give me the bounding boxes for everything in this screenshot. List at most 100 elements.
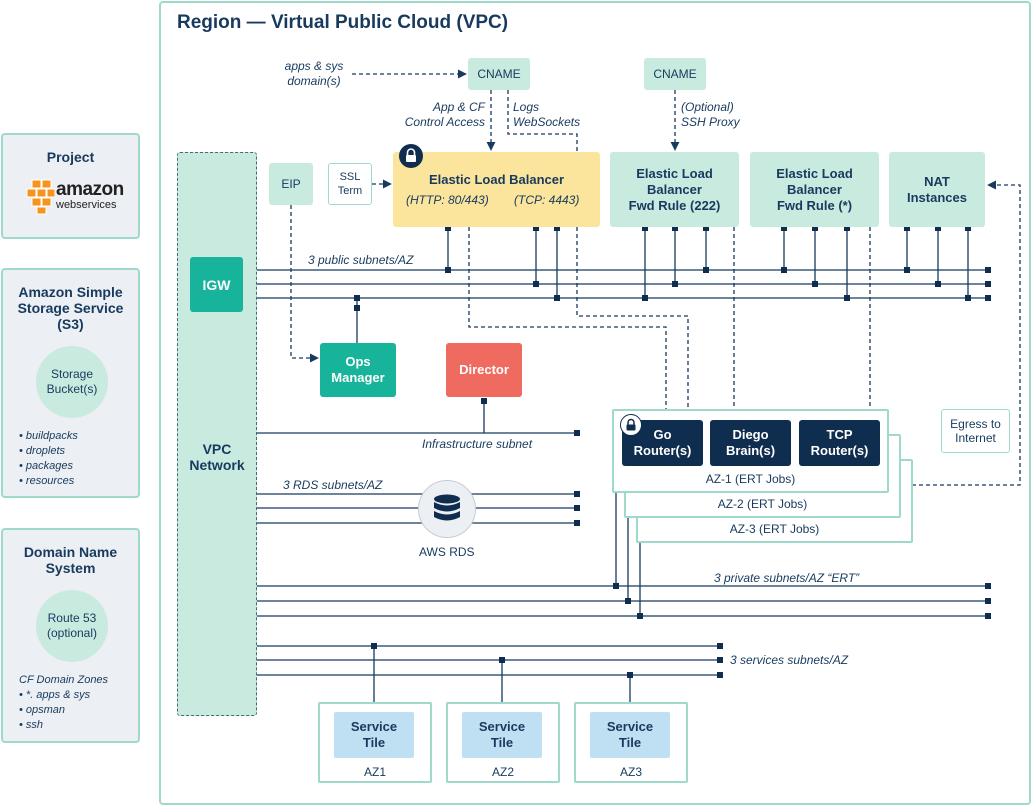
service-az1-label: AZ1	[363, 765, 386, 779]
ssl-term-box: SSL Term	[328, 163, 372, 205]
eip-box: EIP	[269, 163, 313, 205]
vpc-network-label: VPC Network	[177, 440, 257, 474]
infrastructure-subnet-label: Infrastructure subnet	[422, 437, 533, 451]
fwdstar-line3: Fwd Rule (*)	[776, 197, 853, 213]
route53-circle: Route 53(optional)	[36, 590, 108, 662]
rds-circle	[418, 480, 476, 538]
s3-title-line1: Amazon Simple	[18, 284, 123, 300]
storage-bucket-line2: Bucket(s)	[46, 382, 98, 396]
fwd222-line2: Balancer	[647, 181, 702, 197]
service-tile-line1: Service	[478, 719, 526, 734]
project-title: Project	[46, 149, 95, 165]
database-icon	[434, 494, 460, 521]
logs-label: Logs WebSockets	[513, 100, 580, 130]
storage-bucket-line1: Storage	[50, 367, 94, 381]
app-cf-label: App & CF Control Access	[392, 100, 485, 130]
apps-domain-line1: apps & sys	[284, 59, 344, 73]
service-az3-label: AZ3	[619, 765, 642, 779]
optional-ssh-line2: SSH Proxy	[681, 115, 740, 129]
services-subnets-label: 3 services subnets/AZ	[730, 653, 849, 667]
ops-line1: Ops	[345, 354, 371, 369]
nat-line2: Instances	[907, 189, 967, 205]
fwdstar-line1: Elastic Load	[776, 165, 853, 181]
service-tile-3: Service Tile	[590, 712, 670, 758]
aws-cubes-icon	[26, 179, 55, 215]
public-subnets-label: 3 public subnets/AZ	[308, 253, 414, 267]
elb-box: Elastic Load Balancer (HTTP: 80/443) (TC…	[393, 144, 600, 227]
s3-title-line2: Storage Service	[17, 300, 124, 316]
apps-domain-label: apps & sys domain(s)	[275, 59, 353, 89]
private-subnets-label: 3 private subnets/AZ “ERT”	[714, 571, 860, 585]
rds-subnets-label: 3 RDS subnets/AZ	[283, 478, 383, 492]
logs-line1: Logs	[513, 100, 540, 114]
app-cf-line1: App & CF	[432, 100, 485, 114]
vpc-network-line1: VPC	[202, 441, 232, 457]
egress-box: Egress to Internet	[941, 409, 1010, 453]
list-item: • droplets	[19, 445, 66, 457]
service-tile-line1: Service	[606, 719, 654, 734]
optional-ssh-line1: (Optional)	[681, 100, 734, 114]
ops-manager-box: Ops Manager	[320, 343, 396, 397]
service-tile-1: Service Tile	[334, 712, 414, 758]
s3-items-list: • buildpacks • droplets • packages • res…	[19, 429, 78, 489]
region-title: Region — Virtual Public Cloud (VPC)	[177, 12, 509, 33]
elb-title: Elastic Load Balancer	[428, 172, 565, 187]
dns-title-line1: Domain Name	[23, 544, 118, 560]
vpc-network-line2: Network	[189, 457, 245, 473]
service-az2-label: AZ2	[491, 765, 514, 779]
s3-panel: Amazon Simple Storage Service (S3) Stora…	[1, 268, 140, 498]
ssl-line1: SSL	[339, 171, 361, 183]
go-router-box: Go Router(s)	[622, 420, 703, 466]
cname-box-1: CNAME	[468, 58, 530, 90]
go-router-line1: Go	[653, 427, 672, 442]
elb-fwd-star-box: Elastic Load Balancer Fwd Rule (*)	[750, 152, 879, 227]
elb-http-label: (HTTP: 80/443)	[406, 193, 489, 207]
az1-label: AZ-1 (ERT Jobs)	[705, 472, 796, 486]
lock-icon	[620, 414, 642, 436]
s3-title-line3: (S3)	[57, 316, 84, 332]
diego-line1: Diego	[732, 427, 769, 442]
diego-brain-box: Diego Brain(s)	[710, 420, 791, 466]
cname-box-2: CNAME	[644, 58, 706, 90]
dns-panel: Domain Name System Route 53(optional) CF…	[1, 528, 140, 743]
aws-rds-label: AWS RDS	[419, 545, 475, 559]
dns-zones-list: CF Domain Zones • *. apps & sys • opsman…	[19, 673, 108, 733]
elb-tcp-label: (TCP: 4443)	[514, 193, 580, 207]
service-tile-line2: Tile	[362, 735, 386, 750]
service-tile-line2: Tile	[490, 735, 514, 750]
fwdstar-line2: Balancer	[787, 181, 842, 197]
dns-title-line2: System	[45, 560, 96, 576]
ops-line2: Manager	[331, 370, 385, 385]
tcp-router-line1: TCP	[826, 427, 853, 442]
aws-logo-sub: webservices	[56, 199, 117, 211]
elb-fwd-222-box: Elastic Load Balancer Fwd Rule (222)	[610, 152, 739, 227]
aws-logo: amazon webservices	[25, 177, 125, 217]
optional-ssh-label: (Optional) SSH Proxy	[681, 100, 740, 130]
director-box: Director	[446, 343, 522, 397]
igw-box: IGW	[190, 257, 243, 312]
list-item: • ssh	[19, 719, 44, 731]
service-tile-line2: Tile	[618, 735, 642, 750]
route53-line2: (optional)	[46, 626, 98, 640]
vpc-network-column	[177, 152, 257, 716]
nat-instances-box: NAT Instances	[889, 152, 985, 227]
nat-line1: NAT	[924, 173, 950, 189]
list-item: • opsman	[19, 704, 66, 716]
fwd222-line1: Elastic Load	[636, 165, 713, 181]
dns-zones-title: CF Domain Zones	[19, 674, 109, 686]
egress-line1: Egress to	[950, 417, 1001, 431]
diego-line2: Brain(s)	[725, 443, 776, 458]
app-cf-line2: Control Access	[404, 115, 485, 129]
az2-label: AZ-2 (ERT Jobs)	[717, 497, 808, 511]
tcp-router-line2: Router(s)	[810, 443, 869, 458]
az3-label: AZ-3 (ERT Jobs)	[729, 522, 820, 536]
ssl-line2: Term	[337, 185, 363, 197]
aws-logo-text: amazon	[56, 179, 124, 200]
list-item: • buildpacks	[19, 430, 78, 442]
tcp-router-box: TCP Router(s)	[799, 420, 880, 466]
list-item: • packages	[19, 460, 73, 472]
route53-line1: Route 53	[47, 611, 97, 625]
egress-line2: Internet	[955, 431, 996, 445]
